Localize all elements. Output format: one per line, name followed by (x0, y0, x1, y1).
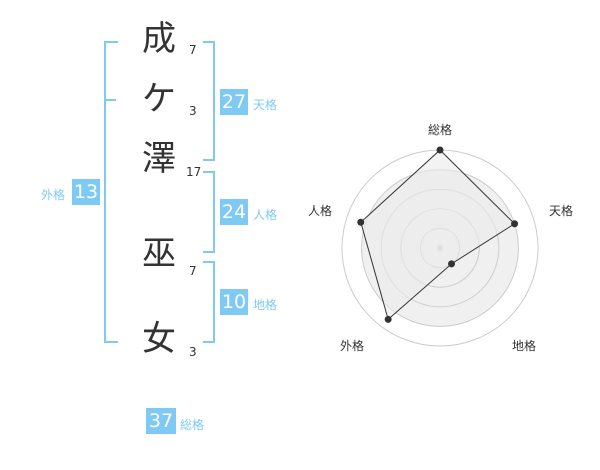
gaikaku-value-badge: 13 (72, 179, 100, 205)
stroke-count-2: 3 (189, 104, 197, 118)
gaikaku-bracket-tick (106, 99, 116, 101)
chikaku-value-badge: 10 (220, 289, 248, 315)
gaikaku-bracket (104, 41, 118, 343)
soukaku-label: 総格 (180, 418, 205, 432)
stroke-count-3: 17 (186, 165, 202, 179)
radar-axis-label-4: 外格 (340, 338, 364, 353)
tenkaku-value-badge: 27 (220, 89, 248, 115)
radar-polygon (360, 149, 516, 321)
gaikaku-label: 外格 (41, 188, 66, 202)
jinkaku-bracket (203, 171, 215, 253)
name-char-5: 女 (142, 319, 176, 359)
radar-axis-label-5: 人格 (308, 203, 332, 218)
soukaku-value-badge: 37 (146, 408, 176, 434)
jinkaku-label: 人格 (253, 208, 278, 222)
name-char-1: 成 (142, 19, 176, 59)
name-char-4: 巫 (142, 234, 176, 274)
radar-point-4 (384, 315, 392, 323)
tenkaku-bracket (203, 41, 215, 161)
radar-axis-label-3: 地格 (512, 338, 536, 353)
radar-point-5 (357, 218, 365, 226)
name-char-3: 澤 (142, 139, 176, 179)
chikaku-bracket (203, 261, 215, 343)
chikaku-label: 地格 (253, 298, 278, 312)
stroke-count-5: 3 (189, 345, 197, 359)
jinkaku-value-badge: 24 (220, 199, 248, 225)
radar-point-3 (448, 260, 456, 268)
radar-axis-label-2: 天格 (549, 203, 573, 218)
name-char-2: ケ (142, 79, 176, 119)
stroke-count-4: 7 (189, 264, 197, 278)
tenkaku-label: 天格 (253, 98, 278, 112)
radar-axis-label-1: 総格 (428, 122, 452, 137)
radar-point-2 (511, 220, 519, 228)
stroke-count-1: 7 (189, 43, 197, 57)
radar-point-1 (436, 146, 444, 154)
